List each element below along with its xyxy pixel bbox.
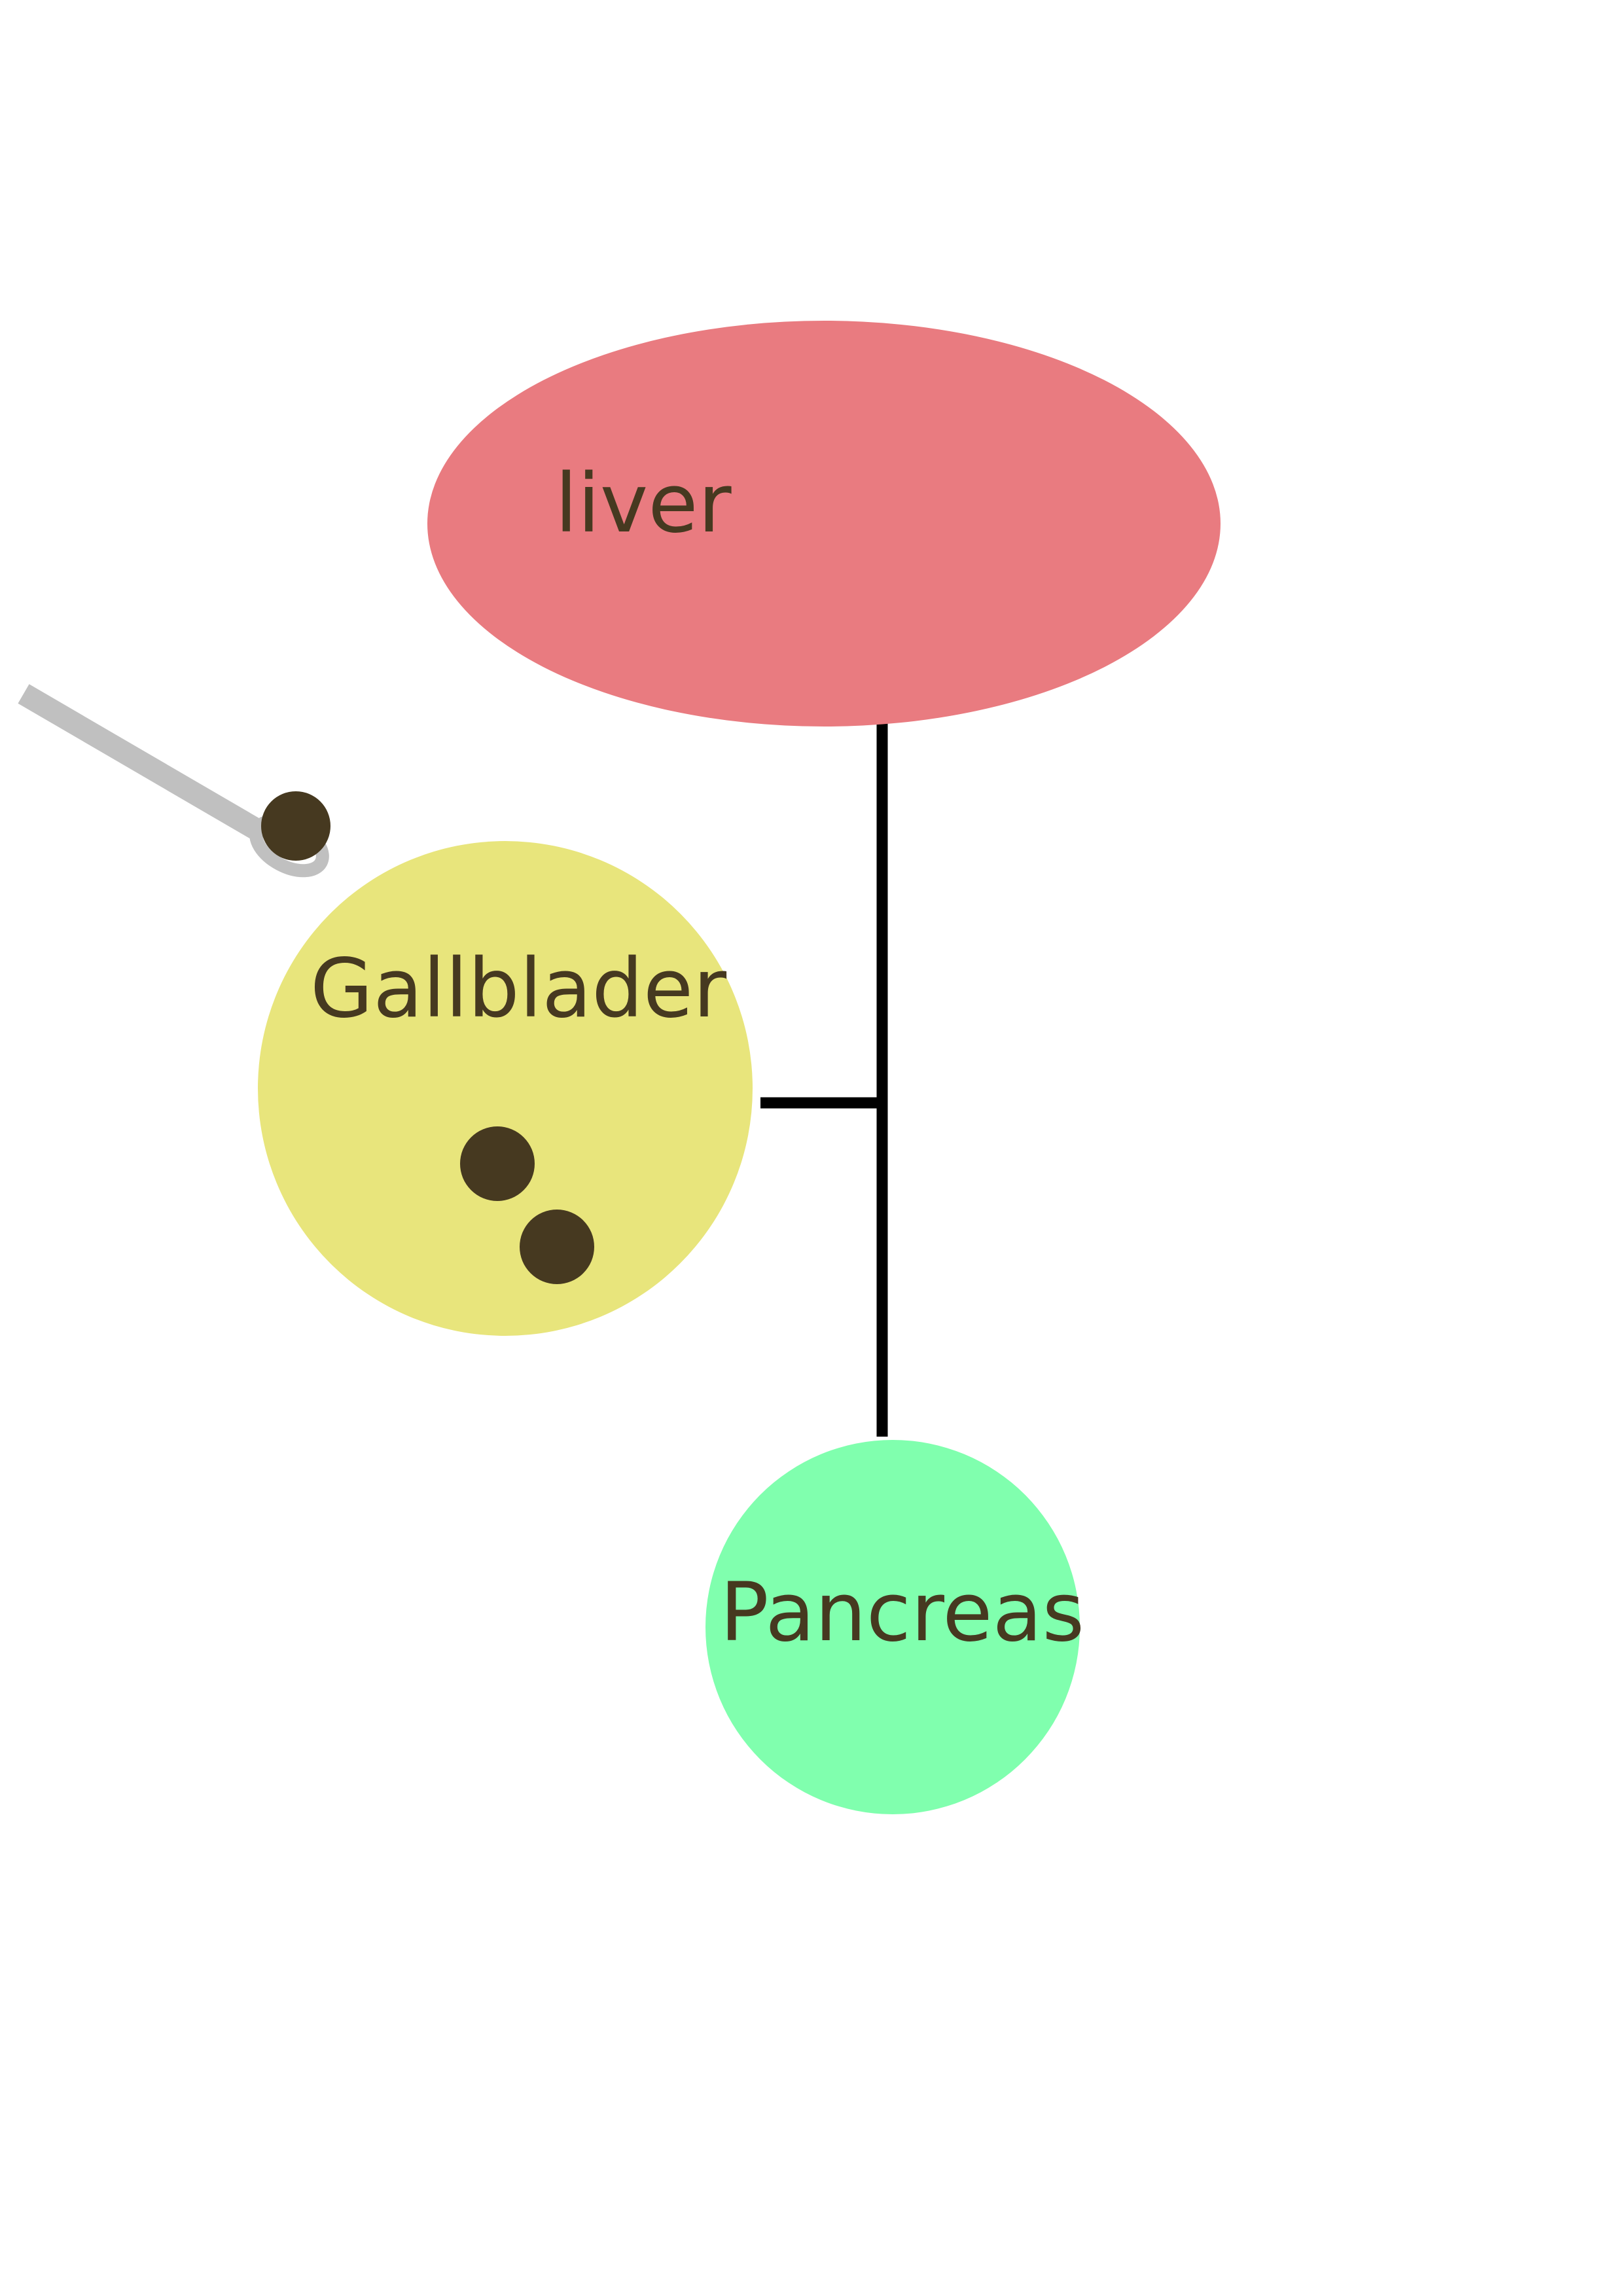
probe <box>18 684 330 878</box>
probe-stone <box>261 791 330 861</box>
gallstone <box>520 1210 594 1284</box>
liver-label: liver <box>555 457 732 551</box>
probe-shaft <box>18 684 271 844</box>
liver-shape <box>427 321 1221 726</box>
pancreas-shape <box>705 1440 1080 1814</box>
gallbladder: Gallblader <box>258 841 753 1336</box>
pancreas: Pancreas <box>705 1440 1084 1814</box>
gallstone <box>460 1126 535 1201</box>
gallbladder-label: Gallblader <box>310 942 726 1036</box>
bile-ducts <box>760 723 888 1437</box>
pancreas-label: Pancreas <box>720 1566 1084 1660</box>
liver: liver <box>427 321 1221 726</box>
gallbladder-shape <box>258 841 753 1336</box>
